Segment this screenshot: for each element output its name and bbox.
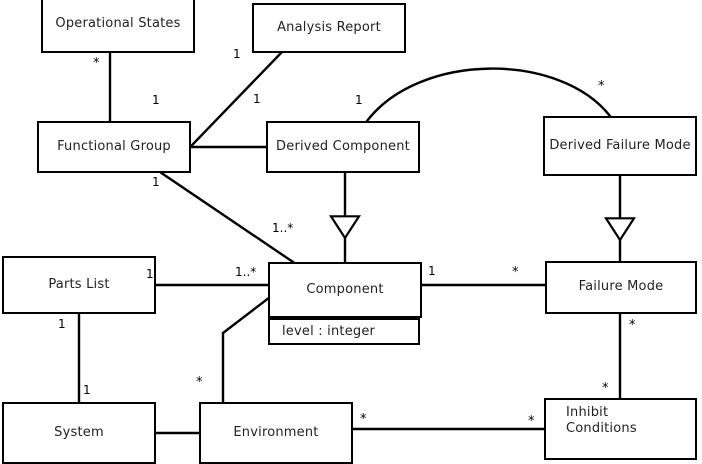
class-attribute-component-0: level : integer <box>282 324 376 339</box>
multiplicity-label-mult-fg-ar-one: 1 <box>152 93 160 107</box>
multiplicity-label-mult-pl-sys-one-bottom: 1 <box>83 383 91 397</box>
class-name-derived-component: Derived Component <box>276 138 410 154</box>
class-box-operational-states[interactable]: Operational States <box>41 0 195 53</box>
multiplicity-label-mult-dfm-dc-star: * <box>598 79 605 94</box>
multiplicity-label-mult-pl-comp-many: 1..* <box>235 265 257 279</box>
multiplicity-label-mult-pl-comp-one: 1 <box>146 267 154 281</box>
class-name-environment: Environment <box>233 424 319 440</box>
class-name-compartment-component: Component <box>268 262 422 318</box>
multiplicity-label-mult-dc-dfm-one: 1 <box>355 93 363 107</box>
multiplicity-label-mult-os-fg-star: * <box>93 56 100 71</box>
multiplicity-label-mult-fg-comp-one: 1 <box>152 175 160 189</box>
multiplicity-label-mult-env-ic-star: * <box>360 412 367 427</box>
class-name-inhibit-conditions: Inhibit Conditions <box>566 405 637 437</box>
class-name-operational-states: Operational States <box>55 16 181 32</box>
class-box-analysis-report[interactable]: Analysis Report <box>252 3 406 53</box>
multiplicity-label-mult-fm-ic-star-top: * <box>629 318 636 333</box>
multiplicity-label-mult-fg-dc-one: 1 <box>253 92 261 106</box>
multiplicity-label-mult-pl-sys-one-top: 1 <box>58 317 66 331</box>
class-box-parts-list[interactable]: Parts List <box>2 256 156 314</box>
class-box-system[interactable]: System <box>2 402 156 464</box>
class-name-parts-list: Parts List <box>48 276 110 292</box>
class-name-analysis-report: Analysis Report <box>277 19 381 35</box>
class-name-failure-mode: Failure Mode <box>578 279 664 295</box>
multiplicity-label-mult-fg-comp-many: 1..* <box>272 221 294 235</box>
multiplicity-label-mult-fm-ic-star-bottom: * <box>602 381 609 396</box>
class-name-system: System <box>54 424 104 440</box>
multiplicity-label-mult-ic-env-star: * <box>528 414 535 429</box>
class-attribute-compartment-component: level : integer <box>268 318 420 345</box>
class-box-environment[interactable]: Environment <box>199 402 353 464</box>
multiplicity-label-mult-ar-fg-one: 1 <box>233 47 241 61</box>
multiplicity-label-mult-comp-env-star: * <box>196 375 203 390</box>
multiplicity-label-mult-fm-comp-star: * <box>512 265 519 280</box>
class-box-derived-failure-mode[interactable]: Derived Failure Mode <box>543 116 697 176</box>
class-name-component: Component <box>306 281 384 297</box>
multiplicity-label-mult-comp-fm-one: 1 <box>428 264 436 278</box>
class-name-derived-failure-mode: Derived Failure Mode <box>549 137 691 153</box>
class-name-functional-group: Functional Group <box>57 138 171 154</box>
